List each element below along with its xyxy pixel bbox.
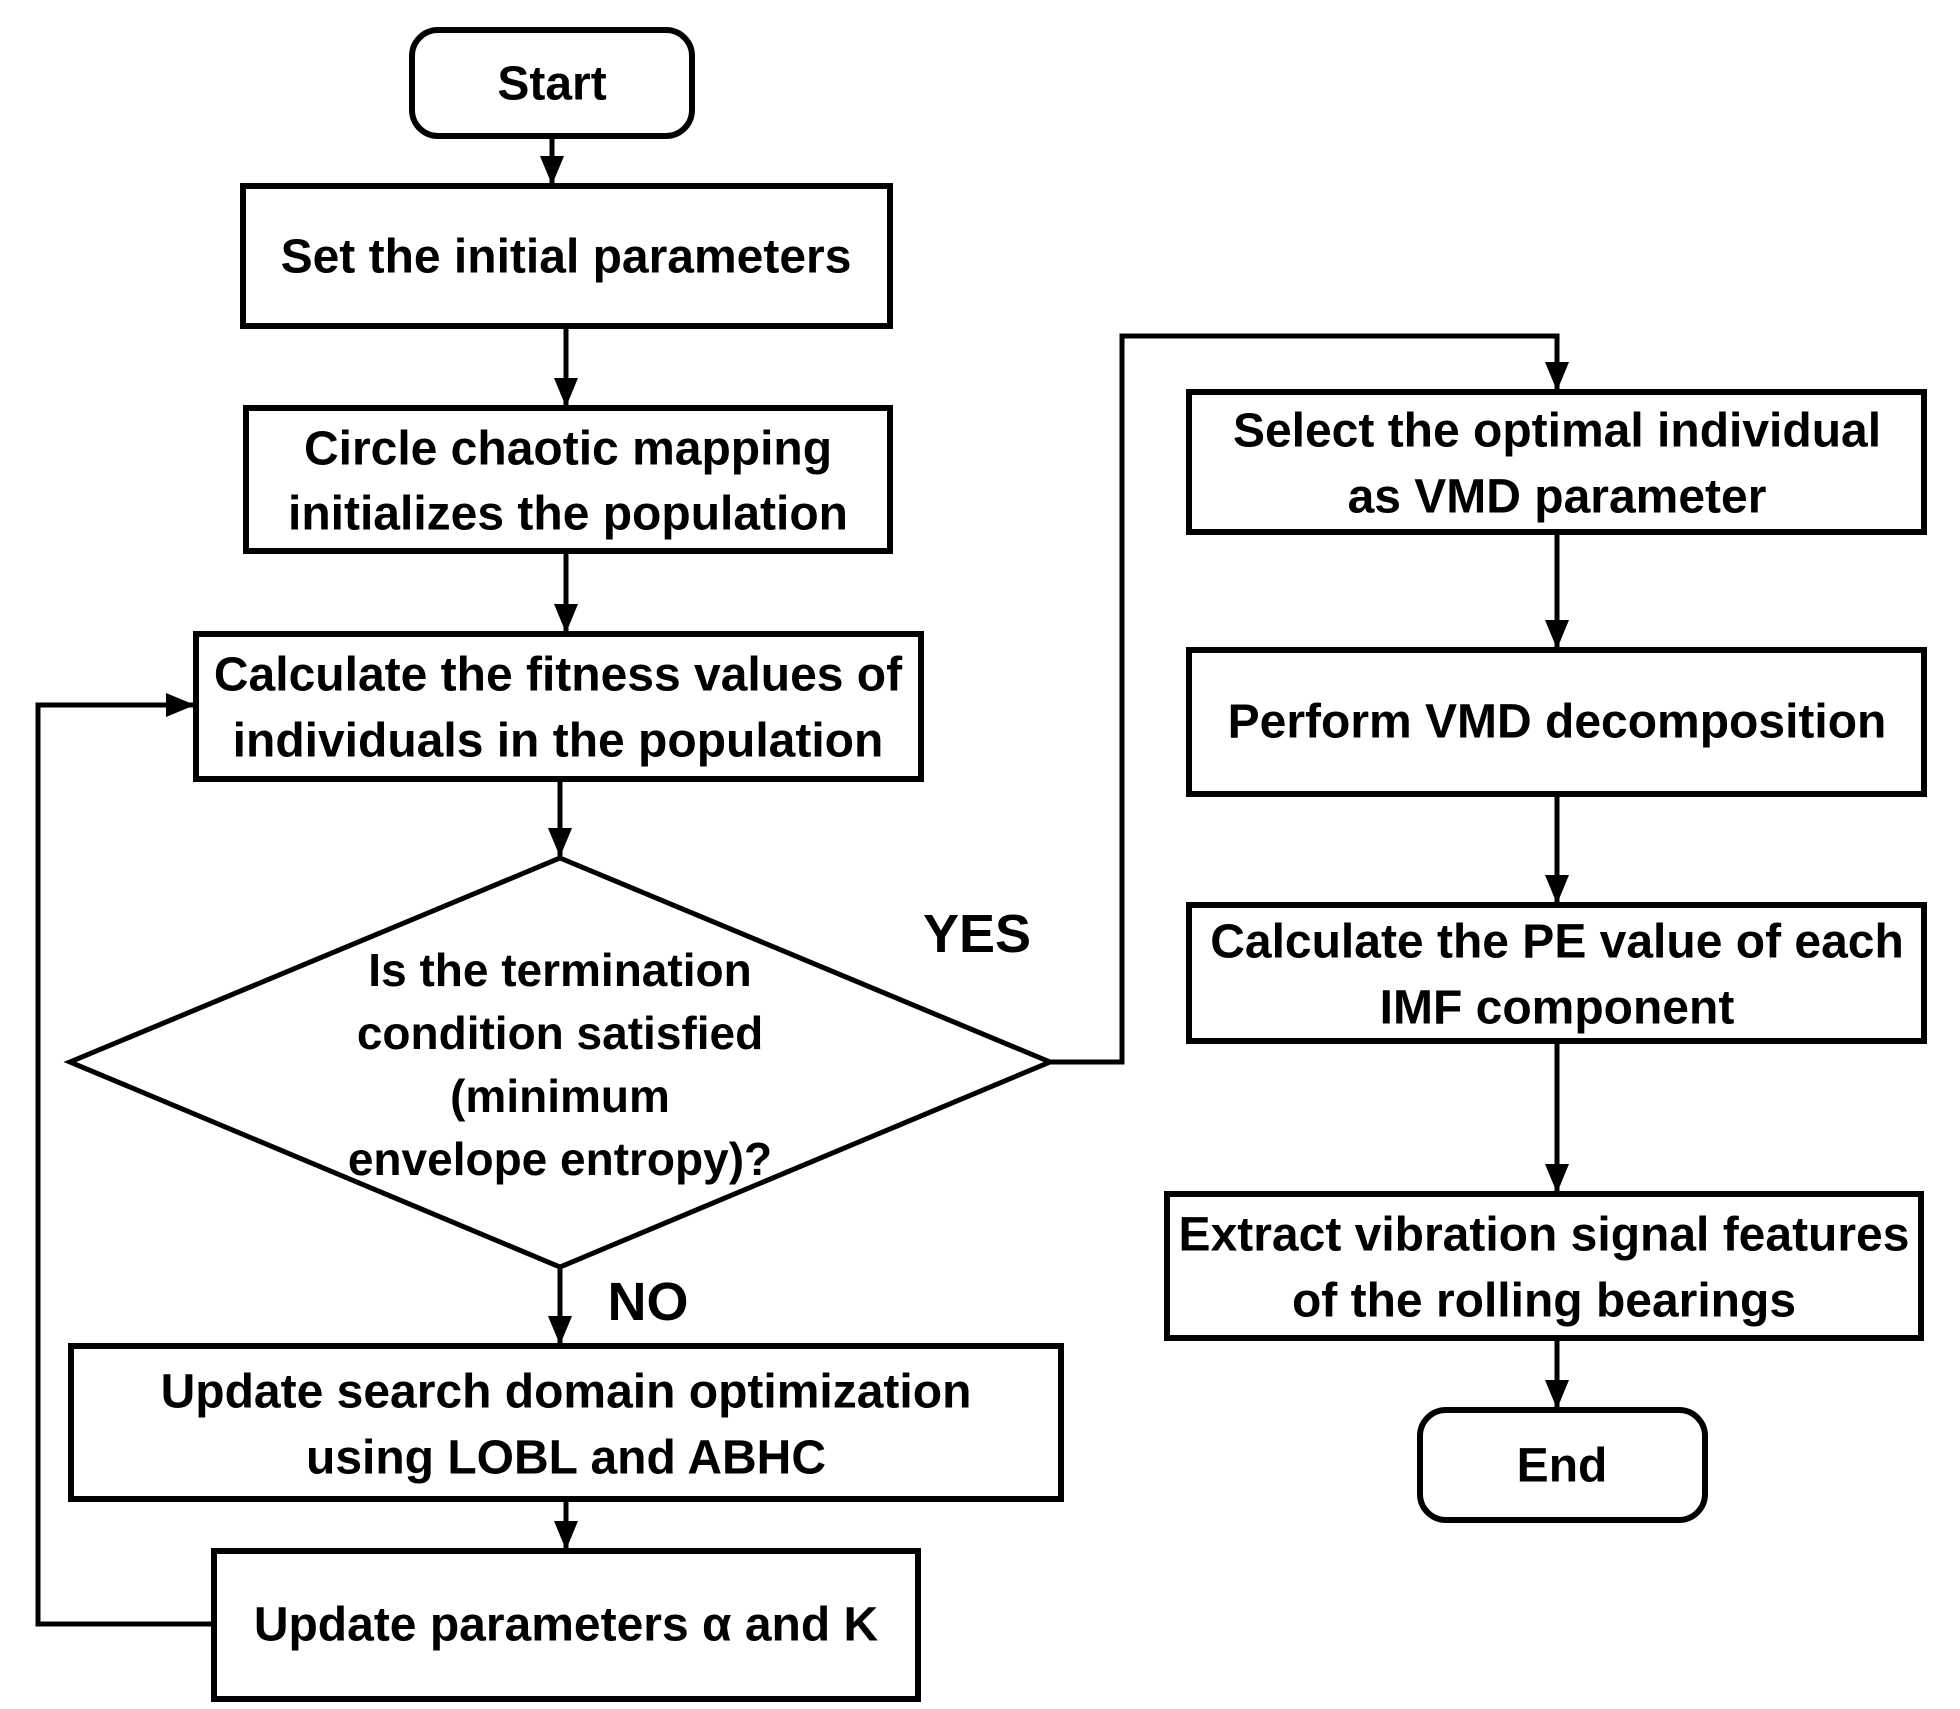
- end-node: End: [1417, 1407, 1708, 1523]
- end-node-label: End: [1517, 1440, 1608, 1493]
- extract-features-node: Extract vibration signal features of the…: [1164, 1191, 1924, 1341]
- select-optimal-individual-node: Select the optimal individual as VMD par…: [1186, 389, 1927, 535]
- circle-chaotic-mapping-node: Circle chaotic mapping initializes the p…: [243, 405, 893, 554]
- update-search-domain-label-line2: using LOBL and ABHC: [306, 1432, 826, 1485]
- update-parameters-node: Update parameters α and K: [211, 1548, 921, 1702]
- set-initial-parameters-shape: [240, 183, 893, 329]
- update-search-domain-label-line1: Update search domain optimization: [161, 1366, 972, 1419]
- calculate-fitness-node: Calculate the fitness values of individu…: [193, 631, 924, 782]
- termination-decision-node: Is the termination condition satisfied (…: [63, 855, 1057, 1270]
- arrow-decision-yes-to-select-optimal: [1050, 333, 1569, 1065]
- yes-label: YES: [923, 904, 1031, 964]
- start-node: Start: [409, 27, 695, 139]
- calculate-fitness-shape: [193, 631, 924, 782]
- termination-decision-label-line1: Is the termination: [368, 944, 751, 996]
- update-search-domain-shape: [68, 1343, 1064, 1502]
- circle-chaotic-mapping-label-line2: initializes the population: [288, 488, 848, 541]
- calculate-pe-label-line1: Calculate the PE value of each: [1210, 916, 1904, 969]
- calculate-pe-label-line2: IMF component: [1380, 982, 1735, 1035]
- start-node-shape: [409, 27, 695, 139]
- calculate-pe-node: Calculate the PE value of each IMF compo…: [1186, 902, 1927, 1044]
- perform-vmd-node: Perform VMD decomposition: [1186, 647, 1927, 797]
- perform-vmd-shape: [1186, 647, 1927, 797]
- select-optimal-individual-label-line1: Select the optimal individual: [1233, 405, 1881, 458]
- arrow-loop-update-parameters-to-calculate-fitness: [35, 693, 214, 1627]
- update-search-domain-node: Update search domain optimization using …: [68, 1343, 1064, 1502]
- start-node-label: Start: [497, 58, 606, 111]
- circle-chaotic-mapping-label-line1: Circle chaotic mapping: [304, 423, 832, 476]
- extract-features-label-line2: of the rolling bearings: [1292, 1275, 1796, 1328]
- calculate-fitness-label-line2: individuals in the population: [233, 715, 884, 768]
- perform-vmd-label: Perform VMD decomposition: [1228, 696, 1887, 749]
- termination-decision-label-line4: envelope entropy)?: [348, 1133, 772, 1185]
- select-optimal-individual-shape: [1186, 389, 1927, 535]
- termination-decision-label-line2: condition satisfied: [357, 1007, 763, 1059]
- connectors: [35, 136, 1569, 1627]
- end-node-shape: [1417, 1407, 1708, 1523]
- calculate-pe-shape: [1186, 902, 1927, 1044]
- extract-features-label-line1: Extract vibration signal features: [1179, 1209, 1910, 1262]
- termination-decision-label-line3: (minimum: [450, 1070, 670, 1122]
- extract-features-shape: [1164, 1191, 1924, 1341]
- select-optimal-individual-label-line2: as VMD parameter: [1348, 471, 1767, 524]
- update-parameters-shape: [211, 1548, 921, 1702]
- calculate-fitness-label-line1: Calculate the fitness values of: [214, 649, 903, 702]
- set-initial-parameters-node: Set the initial parameters: [240, 183, 893, 329]
- update-parameters-label: Update parameters α and K: [254, 1599, 879, 1652]
- no-label: NO: [608, 1272, 689, 1332]
- set-initial-parameters-label: Set the initial parameters: [281, 231, 852, 284]
- termination-decision-shape: [63, 855, 1057, 1270]
- circle-chaotic-mapping-shape: [243, 405, 893, 554]
